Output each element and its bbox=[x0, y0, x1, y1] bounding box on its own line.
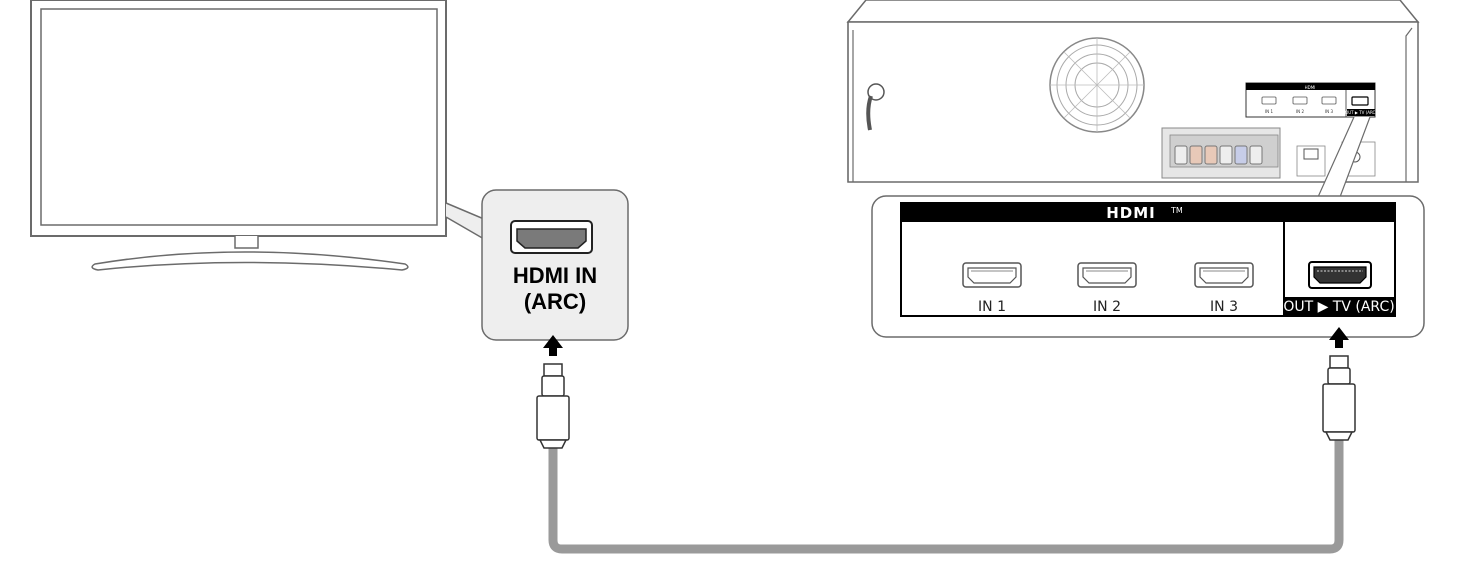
hdmi-port-in1-icon bbox=[962, 262, 1022, 288]
tv-neck bbox=[234, 236, 259, 249]
hdmi-logo: HDMI bbox=[1106, 204, 1156, 222]
receiver-side-left bbox=[847, 22, 854, 182]
hdmi-plug-icon bbox=[536, 363, 570, 449]
tv-port-label-line1: HDMI IN bbox=[513, 263, 597, 288]
mini-hdmi-logo: HDMI bbox=[1305, 85, 1316, 90]
hdmi-panel-callout: HDMI TM IN 1 IN 2 IN 3 bbox=[871, 195, 1425, 338]
port-label-out: OUT ▶ TV (ARC) bbox=[1283, 299, 1394, 315]
port-label-in3: IN 3 bbox=[1210, 299, 1238, 315]
mini-hdmi-panel: HDMI IN 1 IN 2 IN 3 OUT ▶ TV (ARC) bbox=[1245, 82, 1377, 118]
tv-screen-inner bbox=[40, 8, 438, 226]
receiver-side-right bbox=[1405, 27, 1413, 182]
mini-port-in1: IN 1 bbox=[1265, 109, 1273, 114]
power-cord-icon bbox=[866, 83, 885, 131]
receiver-top bbox=[846, 0, 1420, 23]
arrow-up-icon bbox=[1329, 327, 1349, 348]
tv-callout-pointer bbox=[445, 202, 485, 241]
panel-header-bar bbox=[901, 203, 1395, 222]
tv-hdmi-callout: HDMI IN (ARC) bbox=[481, 189, 629, 341]
port-label-in1: IN 1 bbox=[978, 299, 1006, 315]
hdmi-plug-icon bbox=[1322, 355, 1356, 441]
speaker-grille-icon bbox=[1049, 37, 1145, 133]
mini-port-in3: IN 3 bbox=[1325, 109, 1333, 114]
out-label-bar bbox=[1284, 297, 1395, 316]
hdmi-port-out-icon bbox=[1308, 261, 1372, 289]
speaker-terminals bbox=[1161, 127, 1281, 179]
hdmi-port-icon bbox=[510, 220, 593, 254]
hdmi-port-in2-icon bbox=[1077, 262, 1137, 288]
arrow-up-icon bbox=[543, 335, 563, 356]
mini-port-in2: IN 2 bbox=[1296, 109, 1304, 114]
tv-icon bbox=[30, 0, 485, 271]
hdmi-cable bbox=[548, 440, 1344, 554]
optical-port-icon bbox=[1296, 145, 1326, 177]
hdmi-port-in3-icon bbox=[1194, 262, 1254, 288]
mini-port-out: OUT ▶ TV (ARC) bbox=[1345, 110, 1377, 115]
sound-bar-icon: HDMI IN 1 IN 2 IN 3 OUT ▶ TV (ARC) bbox=[846, 0, 1420, 183]
hdmi-trademark: TM bbox=[1170, 206, 1183, 215]
tv-stand bbox=[91, 251, 409, 271]
port-label-in2: IN 2 bbox=[1093, 299, 1121, 315]
tv-port-label-line2: (ARC) bbox=[524, 289, 586, 314]
